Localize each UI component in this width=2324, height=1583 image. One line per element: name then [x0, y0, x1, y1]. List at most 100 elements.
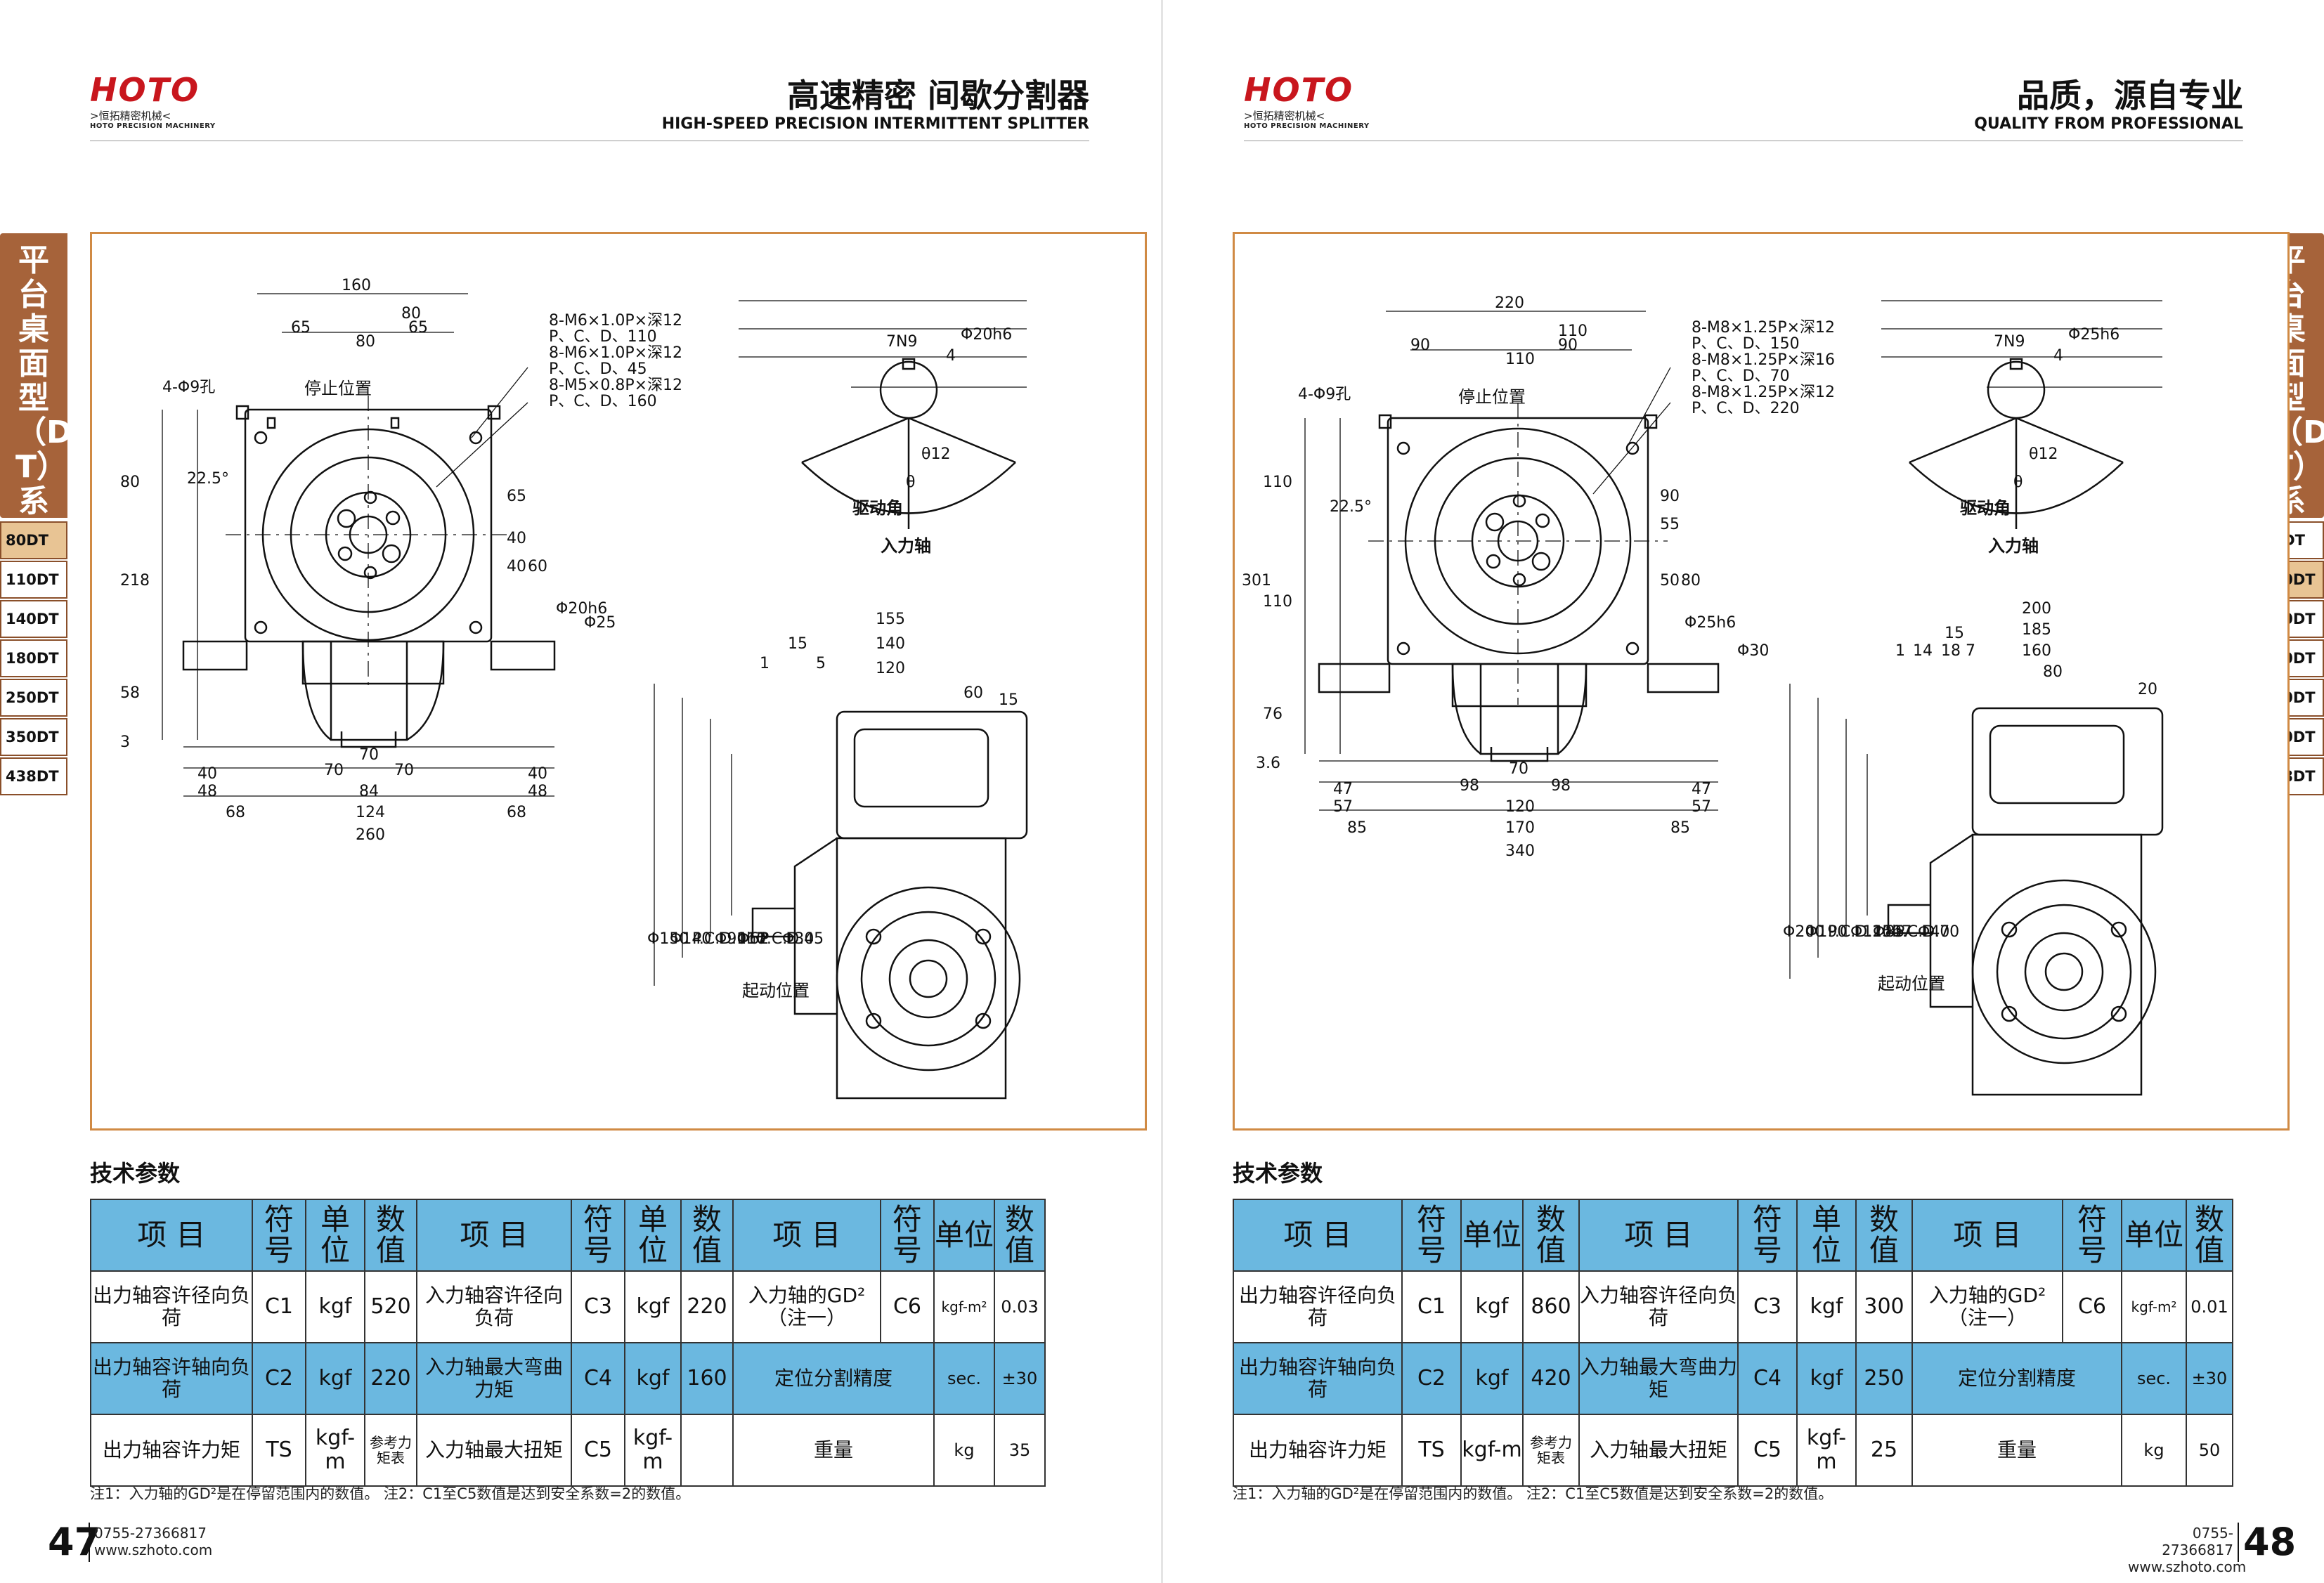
dim-top-width: 160	[342, 277, 371, 294]
symbol-c3: C3	[1737, 1270, 1798, 1343]
unit-kgfm: kgf-m	[1796, 1414, 1857, 1487]
dim-side-7: 1	[1895, 642, 1905, 660]
dim-bottom-9: 47	[1692, 781, 1711, 798]
unit-sec: sec.	[2121, 1342, 2187, 1415]
value-c3: 300	[1855, 1270, 1913, 1343]
header-item-2: 项 目	[416, 1199, 572, 1272]
unit-kgf: kgf	[624, 1270, 682, 1343]
spec-row-1: 出力轴容许径向负荷 C1 kgf 520 入力轴容许径向负荷 C3 kgf 22…	[90, 1270, 1046, 1343]
dim-top-right: 65	[408, 319, 428, 337]
model-tab-250dt[interactable]: 250DT	[0, 679, 67, 717]
dim-side-6: 1	[760, 655, 770, 672]
item-weight: 重量	[1911, 1414, 2122, 1487]
dim-bottom-5: 70	[324, 762, 344, 779]
logo-wordmark: HOTO	[90, 71, 200, 109]
header-unit-1: 单位	[305, 1199, 365, 1272]
tech-params-title: 技术参数	[90, 1160, 181, 1187]
unit-kgfm: kgf-m	[305, 1414, 365, 1487]
dim-right-3: 40	[507, 558, 526, 575]
dim-side-5: 15	[999, 691, 1018, 709]
dim-bottom-6: 70	[394, 762, 414, 779]
drawing-frame-110dt: 停止位置 起动位置 驱动角 入力轴 7N9 θ θ12 4-Φ9孔 22.5° …	[1233, 232, 2290, 1131]
technical-drawing-80dt: 停止位置 起动位置 驱动角 入力轴 7N9 θ θ12 4-Φ9孔 22.5° …	[120, 277, 1028, 1100]
dim-left-4: 3	[120, 734, 130, 751]
value-c3: 220	[680, 1270, 734, 1343]
model-tab-438dt[interactable]: 438DT	[0, 757, 67, 795]
header-item-2: 项 目	[1578, 1199, 1739, 1272]
header-value-3: 数值	[2186, 1199, 2233, 1272]
dim-right-3: 50	[1660, 572, 1680, 589]
footnote: 注1：入力轴的GD²是在停留范围内的数值。 注2：C1至C5数值是达到安全系数=…	[1233, 1485, 1833, 1502]
spec-row-2: 出力轴容许轴向负荷 C2 kgf 420 入力轴最大弯曲力矩 C4 kgf 25…	[1233, 1342, 2233, 1415]
dim-bottom-8: 124	[356, 804, 385, 821]
label-start-position: 起动位置	[742, 981, 810, 1001]
dim-side-left-4: Φ120h7	[1850, 923, 1911, 941]
dim-side-left-5: Φ62	[737, 930, 769, 948]
symbol-c5: C5	[1737, 1414, 1798, 1487]
spec-row-3: 出力轴容许力矩 TS kgf-m 参考力矩表 入力轴最大扭矩 C5 kgf-m …	[1233, 1414, 2233, 1487]
label-drive-angle: 驱动角	[1960, 498, 2011, 518]
dim-side-4: 60	[963, 684, 983, 702]
header-value-2: 数值	[1855, 1199, 1913, 1272]
dim-right-2: 40	[507, 530, 526, 547]
header-unit-2: 单位	[1796, 1199, 1857, 1272]
dim-side-left-2: Φ140	[670, 930, 711, 948]
label-theta: θ	[2013, 474, 2023, 491]
dim-top-left: 65	[291, 319, 311, 337]
dim-bottom-10: 57	[1692, 798, 1711, 816]
value-c4: 160	[680, 1342, 734, 1415]
dim-side-left-3: P.C.D.150	[1828, 923, 1902, 941]
website-link[interactable]: www.szhoto.com	[2128, 1558, 2247, 1575]
label-input-shaft: 入力轴	[881, 536, 931, 556]
callout-6: P、C、D、220	[1692, 400, 1800, 417]
dim-side-left-5: Φ85	[1873, 923, 1904, 941]
header-item-3: 项 目	[732, 1199, 881, 1272]
brand-logo: HOTO >恒拓精密机械< HOTO PRECISION MACHINERY	[90, 70, 245, 148]
value-c6: 0.01	[2186, 1270, 2233, 1343]
model-tab-140dt[interactable]: 140DT	[0, 600, 67, 638]
spec-row-3: 出力轴容许力矩 TS kgf-m 参考力矩表 入力轴最大扭矩 C5 kgf-m …	[90, 1414, 1046, 1487]
dim-top-width: 220	[1495, 294, 1524, 312]
dim-top-right: 90	[1558, 337, 1578, 354]
model-tab-350dt[interactable]: 350DT	[0, 718, 67, 756]
dim-bottom-1: 40	[197, 765, 217, 783]
item-input-gd2: 入力轴的GD²（注一）	[732, 1270, 881, 1343]
dim-right-5: Φ25h6	[1684, 614, 1736, 632]
label-drive-angle: 驱动角	[852, 498, 903, 518]
dim-side-1: 155	[876, 611, 905, 628]
unit-sec: sec.	[933, 1342, 995, 1415]
value-c4: 250	[1855, 1342, 1913, 1415]
callout-2: P、C、D、110	[549, 328, 657, 346]
dim-side-9: 18	[1941, 642, 1961, 660]
dim-left-2: 218	[120, 572, 150, 589]
symbol-ts: TS	[252, 1414, 306, 1487]
contact-info: 0755-27366817 www.szhoto.com	[94, 1525, 212, 1558]
header-symbol-3: 符号	[2062, 1199, 2122, 1272]
page-number: 48	[2243, 1520, 2297, 1564]
label-keyway: 7N9	[1994, 333, 2025, 351]
dim-right-1: 65	[507, 488, 526, 505]
dim-input-shaft: Φ25h6	[2068, 326, 2119, 344]
dim-input-key: 4	[946, 347, 956, 365]
value-c5: 25	[1855, 1414, 1913, 1487]
callout-1: 8-M6×1.0P×深12	[549, 312, 682, 330]
logo-company-en: HOTO PRECISION MACHINERY	[90, 122, 216, 130]
dim-left-4: 76	[1263, 705, 1283, 723]
item-weight: 重量	[732, 1414, 935, 1487]
model-tab-180dt[interactable]: 180DT	[0, 639, 67, 677]
symbol-c4: C4	[1737, 1342, 1798, 1415]
item-output-axial: 出力轴容许轴向负荷	[1233, 1342, 1403, 1415]
unit-kgf: kgf	[305, 1342, 365, 1415]
model-tab-110dt[interactable]: 110DT	[0, 561, 67, 599]
dim-bottom-7: 84	[359, 783, 379, 800]
dim-top-center: 110	[1505, 351, 1535, 368]
dim-bottom-1: 47	[1333, 781, 1353, 798]
website-link[interactable]: www.szhoto.com	[94, 1542, 213, 1558]
dim-side-8: 5	[816, 655, 826, 672]
dim-bottom-9: 40	[528, 765, 547, 783]
dim-top-half: 80	[401, 305, 421, 323]
unit-kgf: kgf	[624, 1342, 682, 1415]
model-tab-80dt[interactable]: 80DT	[0, 521, 67, 559]
dim-side-1: 200	[2022, 600, 2051, 618]
label-keyway: 7N9	[886, 333, 917, 351]
